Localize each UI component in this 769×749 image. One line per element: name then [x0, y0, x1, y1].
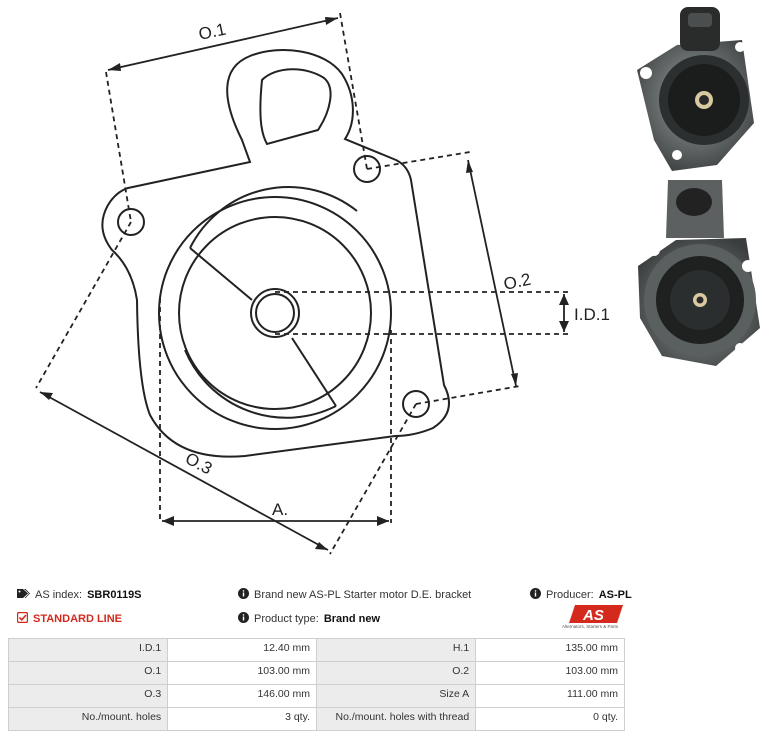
- logo-subtext: Alternators, Starters & Parts: [562, 624, 619, 629]
- mount-hole-bottom-right: [402, 390, 430, 418]
- producer-label: Producer:: [546, 589, 594, 601]
- as-index-row: AS index: SBR0119S: [17, 588, 142, 602]
- bore-window: [184, 186, 358, 419]
- bracket-outline: [101, 49, 451, 458]
- product-type-row: Product type: Brand new: [238, 612, 380, 626]
- mount-hole-left: [117, 208, 145, 236]
- spec-value: 12.40 mm: [167, 638, 317, 662]
- info-icon: [530, 588, 541, 602]
- spec-key: Size A: [315, 684, 477, 708]
- standard-line-label: STANDARD LINE: [33, 613, 123, 625]
- spec-value: 0 qty.: [475, 707, 625, 731]
- top-lug-inner: [259, 68, 332, 146]
- product-description: Brand new AS-PL Starter motor D.E. brack…: [254, 589, 472, 601]
- product-type-label: Product type:: [254, 613, 319, 625]
- dim-o2-line: [467, 159, 517, 387]
- spec-value: 3 qty.: [167, 707, 317, 731]
- spec-value: 103.00 mm: [475, 661, 625, 685]
- info-icon: [238, 588, 249, 602]
- hub-inner: [255, 293, 295, 333]
- dim-o1-line: [107, 17, 339, 71]
- info-icon: [238, 612, 249, 626]
- as-index-value: SBR0119S: [87, 589, 142, 601]
- dim-a-label: A.: [272, 500, 288, 519]
- hub-outer: [250, 288, 300, 338]
- product-type-value: Brand new: [323, 613, 381, 625]
- spec-value: 135.00 mm: [475, 638, 625, 662]
- main-bore-inner: [178, 216, 372, 410]
- spec-key: I.D.1: [7, 638, 169, 662]
- bracket-photo-rear: [638, 180, 760, 366]
- table-row: No./mount. holes 3 qty. No./mount. holes…: [7, 707, 625, 731]
- spec-value: 111.00 mm: [475, 684, 625, 708]
- specs-table: I.D.1 12.40 mm H.1 135.00 mm O.1 103.00 …: [7, 638, 625, 731]
- dim-id1-label: I.D.1: [574, 305, 610, 324]
- description-row: Brand new AS-PL Starter motor D.E. brack…: [238, 588, 471, 602]
- dim-o1-label: O.1: [197, 20, 228, 44]
- mount-hole-top-right: [353, 155, 381, 183]
- technical-drawing: O.1 O.2 O.3 A. I.D.1: [35, 12, 610, 555]
- producer-row: Producer: AS-PL: [530, 588, 632, 602]
- logo-text: AS: [582, 607, 604, 624]
- dim-o2-label: O.2: [502, 270, 533, 294]
- dim-o3-label: O.3: [182, 449, 215, 479]
- table-row: O.1 103.00 mm O.2 103.00 mm: [7, 661, 625, 685]
- main-bore-outer: [158, 196, 392, 430]
- spec-key: O.1: [7, 661, 169, 685]
- dim-o3-line: [39, 391, 329, 551]
- spec-value: 103.00 mm: [167, 661, 317, 685]
- spec-value: 146.00 mm: [167, 684, 317, 708]
- spec-key: O.2: [315, 661, 477, 685]
- as-pl-logo: AS: [569, 605, 623, 624]
- table-row: O.3 146.00 mm Size A 111.00 mm: [7, 684, 625, 708]
- bracket-photo-front: [637, 7, 754, 171]
- spec-key: No./mount. holes: [7, 707, 169, 731]
- spec-key: No./mount. holes with thread: [315, 707, 477, 731]
- standard-line-row: STANDARD LINE: [16, 611, 123, 626]
- checkbox-icon: [16, 611, 29, 626]
- spec-key: H.1: [315, 638, 477, 662]
- as-index-label: AS index:: [35, 589, 83, 601]
- producer-value: AS-PL: [598, 589, 632, 601]
- tags-icon: [17, 588, 30, 602]
- table-row: I.D.1 12.40 mm H.1 135.00 mm: [7, 638, 625, 662]
- spec-key: O.3: [7, 684, 169, 708]
